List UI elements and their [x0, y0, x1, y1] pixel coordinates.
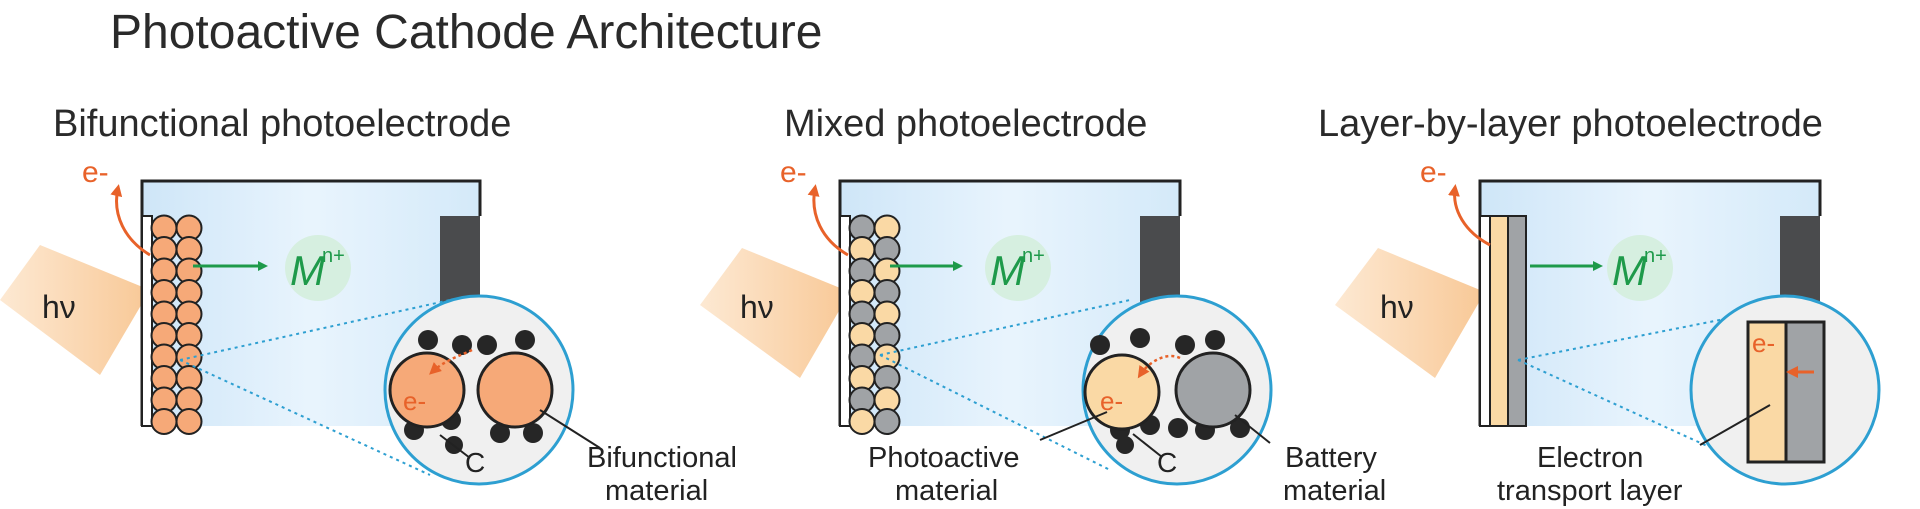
- photoactive-label-line1: Photoactive: [868, 442, 1020, 474]
- photoactive-layer: [1489, 215, 1509, 427]
- electron-arrow: [807, 184, 849, 257]
- electron-label: e-: [1420, 156, 1447, 189]
- battery-label-line1: Battery: [1285, 442, 1377, 474]
- particle: [873, 408, 901, 435]
- panel-layer-by-layer: Layer-by-layer photoelectrode hν e- M n+…: [1318, 103, 1881, 507]
- page-title: Photoactive Cathode Architecture: [110, 6, 822, 59]
- battery-layer: [1507, 215, 1527, 427]
- light-beam: [1335, 248, 1485, 378]
- zoom-electron-label: e-: [1752, 328, 1775, 358]
- panel-heading: Layer-by-layer photoelectrode: [1318, 103, 1823, 145]
- ion-charge: n+: [1022, 245, 1045, 267]
- carbon-label: C: [1157, 447, 1177, 478]
- photoelectrode-substrate: [1479, 215, 1491, 427]
- photoelectrode-substrate: [839, 215, 851, 427]
- battery-particle: [1174, 351, 1252, 429]
- electron-arrow: [1447, 184, 1491, 247]
- material-label-line2: material: [605, 475, 708, 507]
- particle: [848, 408, 876, 435]
- bifunctional-particle: [476, 351, 554, 429]
- zoom-circle: e-: [1081, 294, 1273, 486]
- ion-base: M: [290, 247, 325, 294]
- electron-label: e-: [780, 156, 807, 189]
- particle: [175, 408, 203, 435]
- material-label-line1: Bifunctional: [587, 442, 737, 474]
- ion-badge: M n+: [1607, 235, 1673, 301]
- carbon-label: C: [465, 447, 485, 478]
- light-symbol: hν: [740, 289, 774, 325]
- light-beam: [0, 245, 150, 375]
- light-symbol: hν: [1380, 289, 1414, 325]
- particle-stack: [150, 214, 203, 435]
- ion-badge: M n+: [285, 235, 351, 301]
- zoom-electron-label: e-: [1100, 386, 1123, 416]
- ion-base: M: [1612, 247, 1647, 294]
- bifunctional-particle: [388, 351, 466, 429]
- electron-arrow: [110, 184, 151, 257]
- zoom-electron-label: e-: [403, 386, 426, 416]
- photoactive-label-line2: material: [895, 475, 998, 507]
- zoom-photoactive-layer: [1746, 320, 1788, 464]
- light-symbol: hν: [42, 289, 76, 325]
- panel-mixed: Mixed photoelectrode hν e- M n+: [700, 103, 1386, 507]
- panel-bifunctional: Bifunctional photoelectrode hν e- M n+: [0, 103, 737, 507]
- particle-stack: [848, 214, 901, 435]
- ion-charge: n+: [322, 245, 345, 267]
- panel-heading: Mixed photoelectrode: [784, 103, 1147, 145]
- zoom-circle: e-: [383, 294, 575, 486]
- electron-label: e-: [82, 156, 109, 189]
- battery-label-line2: material: [1283, 475, 1386, 507]
- panel-heading: Bifunctional photoelectrode: [53, 103, 511, 145]
- light-beam: [700, 248, 850, 378]
- zoom-battery-layer: [1784, 320, 1826, 464]
- particle: [150, 408, 178, 435]
- layer-label-line2: transport layer: [1497, 475, 1683, 507]
- photoelectrode-substrate: [141, 215, 153, 427]
- ion-badge: M n+: [985, 235, 1051, 301]
- layer-label-line1: Electron: [1537, 442, 1643, 474]
- ion-charge: n+: [1644, 245, 1667, 267]
- ion-base: M: [990, 247, 1025, 294]
- zoom-circle: e-: [1689, 294, 1881, 486]
